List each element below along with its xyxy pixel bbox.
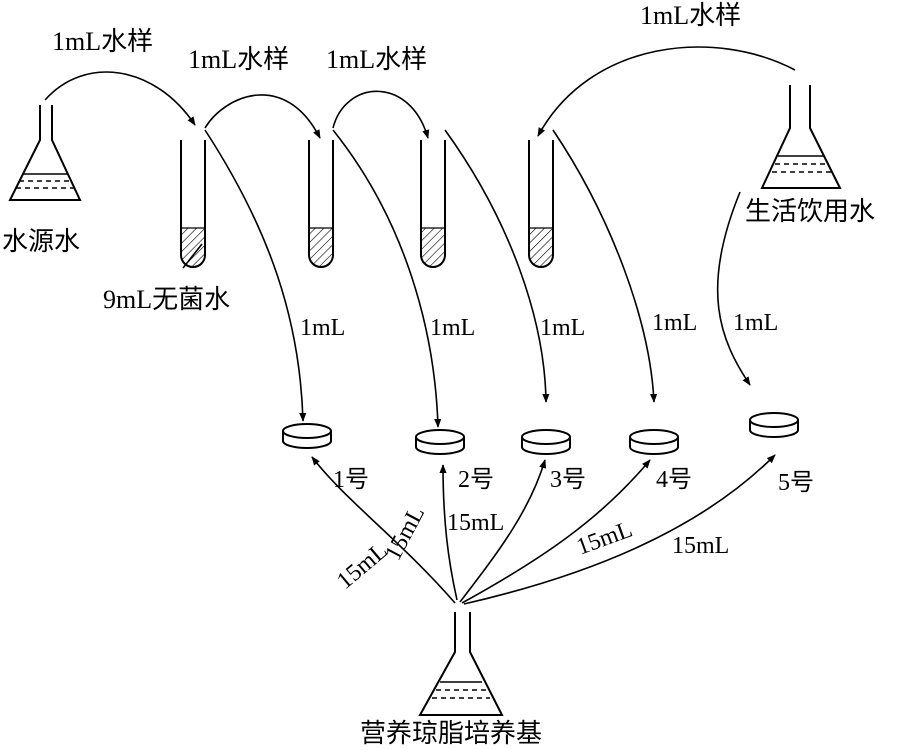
- label-plate-volume-1: 1mL: [300, 315, 345, 341]
- arrow-drinking-to-tube-4: [537, 46, 796, 137]
- arrow-tube-1-to-tube-2: [204, 94, 321, 139]
- arrow-medium-to-dish-4: [461, 459, 651, 604]
- label-medium-volume-3: 15mL: [447, 510, 504, 536]
- label-dish-4: 4号: [656, 467, 692, 493]
- arrow-medium-to-dish-1: [311, 456, 456, 604]
- label-plate-volume-2: 1mL: [430, 315, 475, 341]
- label-transfer-3: 1mL水样: [326, 45, 427, 74]
- arrow-source-to-tube-1: [44, 71, 196, 126]
- label-dish-3: 3号: [550, 467, 586, 493]
- label-sterile-water: 9mL无菌水: [103, 285, 230, 314]
- label-plate-volume-3: 1mL: [540, 315, 585, 341]
- source-water-flask: [8, 105, 82, 201]
- arrow-medium-to-dish-5: [463, 454, 776, 605]
- arrow-medium-to-dish-2: [439, 464, 458, 601]
- arrow-drinking-to-dish-5: [716, 191, 751, 386]
- arrow-tube-2-to-dish-2: [332, 129, 442, 428]
- test-tube-3: [420, 140, 446, 268]
- medium-flask: [418, 612, 504, 716]
- label-transfer-1: 1mL水样: [52, 27, 153, 56]
- label-plate-volume-4: 1mL: [652, 310, 697, 336]
- label-transfer-4: 1mL水样: [640, 1, 741, 30]
- label-plate-volume-5: 1mL: [733, 310, 778, 336]
- petri-dish-2: [415, 429, 465, 455]
- label-medium: 营养琼脂培养基: [360, 719, 542, 748]
- arrow-tube-1-to-dish-1: [204, 129, 307, 422]
- test-tube-1: [180, 140, 206, 268]
- petri-dish-5: [749, 412, 799, 438]
- sterile-water-pointer: [182, 243, 203, 269]
- petri-dish-1: [282, 423, 332, 449]
- petri-dish-3: [521, 429, 571, 455]
- label-dish-2: 2号: [458, 467, 494, 493]
- label-dish-1: 1号: [333, 467, 369, 493]
- arrow-medium-to-dish-3: [459, 459, 547, 603]
- label-transfer-2: 1mL水样: [188, 45, 289, 74]
- arrow-tube-4-to-dish-4: [552, 129, 658, 403]
- test-tube-4: [528, 140, 554, 268]
- petri-dish-4: [629, 429, 679, 455]
- label-medium-volume-4: 15mL: [573, 517, 636, 561]
- label-medium-volume-5: 15mL: [672, 533, 729, 559]
- label-dish-5: 5号: [778, 470, 814, 496]
- label-drinking-water: 生活饮用水: [745, 197, 875, 226]
- arrow-tube-3-to-dish-3: [444, 129, 550, 403]
- test-tube-2: [308, 140, 334, 268]
- label-source-water: 水源水: [2, 227, 80, 256]
- arrow-tube-2-to-tube-3: [332, 90, 430, 139]
- drinking-water-flask: [760, 85, 842, 189]
